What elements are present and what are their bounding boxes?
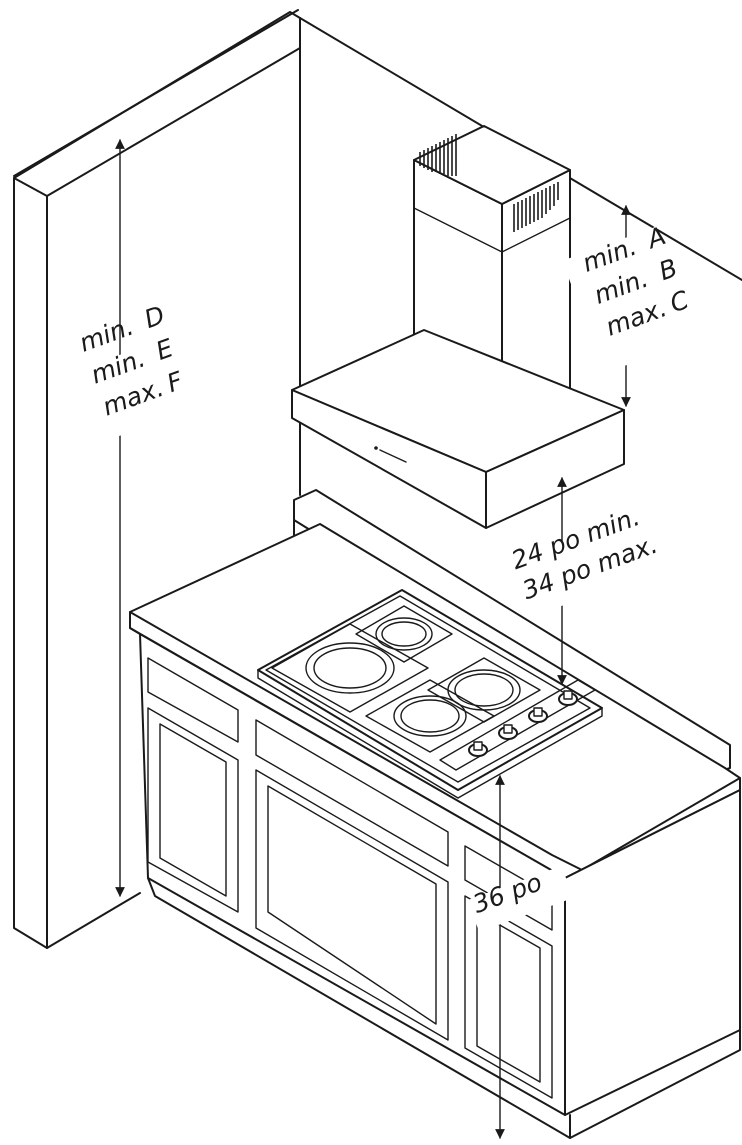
burner-back-left (375, 617, 433, 651)
burner-front-left (305, 642, 395, 694)
duct-height-label: min.A min.B max.C (579, 221, 693, 342)
base-cabinet (139, 633, 741, 1139)
burner-back-right (447, 669, 521, 711)
cooktop (257, 589, 603, 799)
side-wall-panel (13, 11, 301, 949)
chimney-vents (419, 134, 559, 232)
control-knobs (468, 690, 578, 757)
burner-front-right (393, 695, 467, 737)
ceiling-height-label: min.D min.E max.F (76, 300, 188, 421)
range-hood (291, 125, 625, 529)
svg-text:min.B: min.B (590, 253, 681, 310)
